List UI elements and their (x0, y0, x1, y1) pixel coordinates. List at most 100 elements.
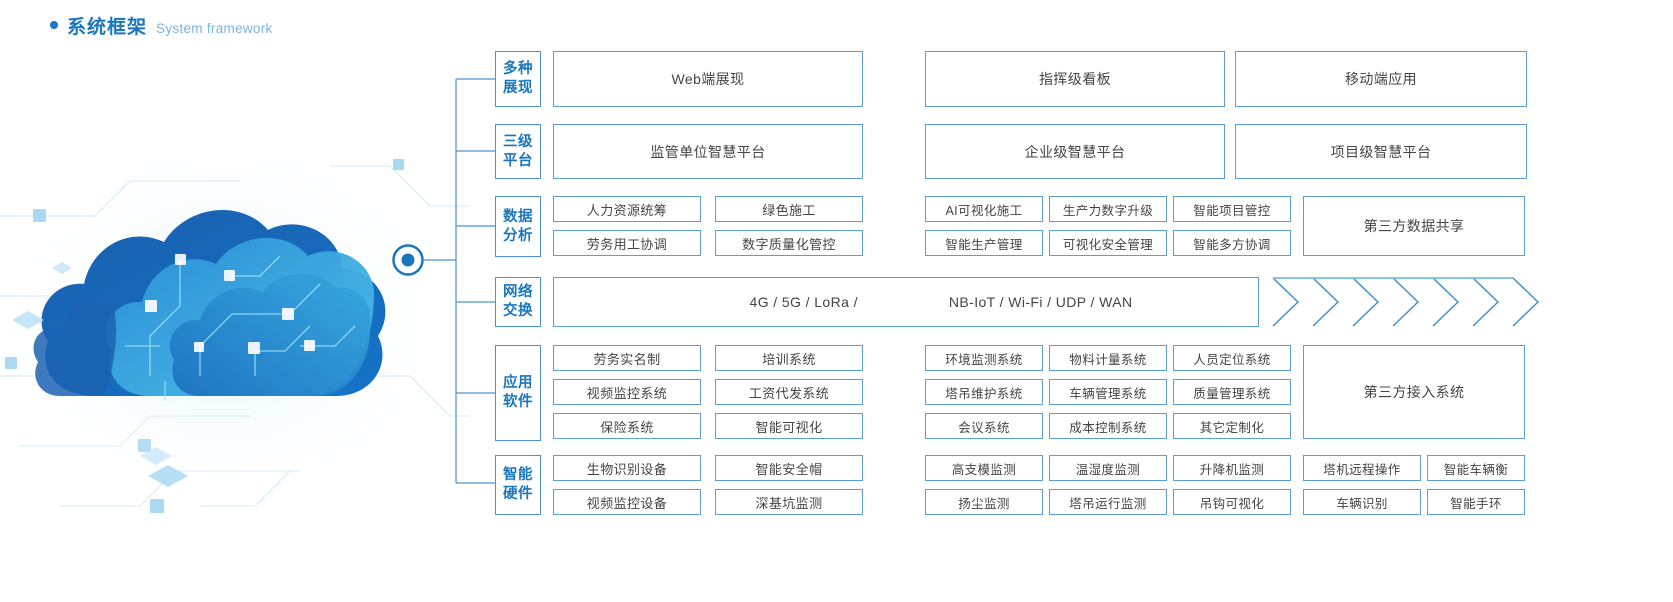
cell-high-formwork-monitoring[interactable]: 高支模监测 (925, 455, 1043, 481)
row-application-software: 应用 软件 劳务实名制 培训系统 视频监控系统 工资代发系统 保险系统 智能可视… (495, 345, 1673, 441)
cell-hr-planning[interactable]: 人力资源统筹 (553, 196, 701, 222)
row-label-platform: 三级 平台 (495, 124, 541, 179)
title-en: System framework (156, 21, 273, 36)
row-label-smart-hardware: 智能 硬件 (495, 455, 541, 515)
row-label-line: 数据 (503, 208, 533, 225)
cell-video-surveillance-system[interactable]: 视频监控系统 (553, 379, 701, 405)
row-label-line: 硬件 (503, 486, 533, 502)
cell-smart-wristband[interactable]: 智能手环 (1427, 489, 1525, 515)
cloud-network-illustration (0, 46, 470, 566)
network-text-right: NB-IoT / Wi-Fi / UDP / WAN (948, 294, 1133, 310)
cell-third-party-data-sharing[interactable]: 第三方数据共享 (1303, 196, 1525, 256)
cell-video-surveillance-device[interactable]: 视频监控设备 (553, 489, 701, 515)
cell-digital-quality-control[interactable]: 数字质量化管控 (715, 230, 863, 256)
cell-personnel-positioning-system[interactable]: 人员定位系统 (1173, 345, 1291, 371)
grid-line: 会议系统 成本控制系统 其它定制化 (925, 413, 1291, 439)
row-body-application-software: 劳务实名制 培训系统 视频监控系统 工资代发系统 保险系统 智能可视化 环境监测… (553, 345, 1673, 441)
grid-line: 环境监测系统 物料计量系统 人员定位系统 (925, 345, 1291, 371)
row-label-line: 多种 (503, 61, 533, 78)
cell-labor-coordination[interactable]: 劳务用工协调 (553, 230, 701, 256)
group-hw-mid: 高支模监测 温湿度监测 升降机监测 扬尘监测 塔吊运行监测 吊钩可视化 (925, 455, 1291, 515)
page-title: 系统框架 System framework (50, 12, 273, 39)
grid-line: 塔吊维护系统 车辆管理系统 质量管理系统 (925, 379, 1291, 405)
cell-material-metering-system[interactable]: 物料计量系统 (1049, 345, 1167, 371)
cell-smart-production-mgmt[interactable]: 智能生产管理 (925, 230, 1043, 256)
cell-payroll-system[interactable]: 工资代发系统 (715, 379, 863, 405)
row-label-data-analysis: 数据 分析 (495, 196, 541, 257)
cell-smart-visualization[interactable]: 智能可视化 (715, 413, 863, 439)
group-data-mid: AI可视化施工 生产力数字升级 智能项目管控 智能生产管理 可视化安全管理 智能… (925, 196, 1291, 257)
cell-tower-crane-remote-operation[interactable]: 塔机远程操作 (1303, 455, 1421, 481)
cell-smart-weighbridge[interactable]: 智能车辆衡 (1427, 455, 1525, 481)
cell-smart-helmet[interactable]: 智能安全帽 (715, 455, 863, 481)
grid-line: 车辆识别 智能手环 (1303, 489, 1525, 515)
grid-line: 人力资源统筹 绿色施工 (553, 196, 863, 222)
group-hw-left: 生物识别设备 智能安全帽 视频监控设备 深基坑监测 (553, 455, 863, 515)
row-label-line: 交换 (503, 303, 533, 319)
row-data-analysis: 数据 分析 人力资源统筹 绿色施工 劳务用工协调 数字质量化管控 AI可视化施工… (495, 196, 1673, 257)
cell-cost-control-system[interactable]: 成本控制系统 (1049, 413, 1167, 439)
row-smart-hardware: 智能 硬件 生物识别设备 智能安全帽 视频监控设备 深基坑监测 高支模监测 温湿… (495, 455, 1673, 515)
cell-web-display[interactable]: Web端展现 (553, 51, 863, 107)
cell-biometric-device[interactable]: 生物识别设备 (553, 455, 701, 481)
cell-vehicle-management-system[interactable]: 车辆管理系统 (1049, 379, 1167, 405)
cell-temp-humidity-monitoring[interactable]: 温湿度监测 (1049, 455, 1167, 481)
network-text-left: 4G / 5G / LoRa / (749, 294, 858, 310)
row-label-line: 分析 (503, 227, 533, 244)
row-label-line: 应用 (503, 375, 533, 392)
cell-ai-visual-construction[interactable]: AI可视化施工 (925, 196, 1043, 222)
group-app-left: 劳务实名制 培训系统 视频监控系统 工资代发系统 保险系统 智能可视化 (553, 345, 863, 441)
cell-command-board[interactable]: 指挥级看板 (925, 51, 1225, 107)
cell-third-party-access-system[interactable]: 第三方接入系统 (1303, 345, 1525, 439)
dot-icon (50, 21, 58, 29)
cell-quality-management-system[interactable]: 质量管理系统 (1173, 379, 1291, 405)
cell-meeting-system[interactable]: 会议系统 (925, 413, 1043, 439)
row-presentation: 多种 展现 Web端展现 指挥级看板 移动端应用 (495, 51, 1673, 107)
row-label-line: 软件 (503, 394, 533, 410)
grid-line: 高支模监测 温湿度监测 升降机监测 (925, 455, 1291, 481)
cell-environment-monitoring-system[interactable]: 环境监测系统 (925, 345, 1043, 371)
cell-deep-foundation-pit-monitoring[interactable]: 深基坑监测 (715, 489, 863, 515)
cell-hook-visualization[interactable]: 吊钩可视化 (1173, 489, 1291, 515)
cell-project-platform[interactable]: 项目级智慧平台 (1235, 124, 1527, 179)
cell-smart-multiparty-coordination[interactable]: 智能多方协调 (1173, 230, 1291, 256)
row-platform: 三级 平台 监管单位智慧平台 企业级智慧平台 项目级智慧平台 (495, 124, 1673, 179)
row-label-line: 平台 (503, 152, 533, 169)
grid-line: AI可视化施工 生产力数字升级 智能项目管控 (925, 196, 1291, 222)
cell-vehicle-recognition[interactable]: 车辆识别 (1303, 489, 1421, 515)
cell-crane-maintenance-system[interactable]: 塔吊维护系统 (925, 379, 1043, 405)
cell-green-construction[interactable]: 绿色施工 (715, 196, 863, 222)
cell-insurance-system[interactable]: 保险系统 (553, 413, 701, 439)
cell-dust-monitoring[interactable]: 扬尘监测 (925, 489, 1043, 515)
cell-regulator-platform[interactable]: 监管单位智慧平台 (553, 124, 863, 179)
cell-productivity-digital-upgrade[interactable]: 生产力数字升级 (1049, 196, 1167, 222)
title-cn: 系统框架 (67, 17, 148, 38)
row-body-platform: 监管单位智慧平台 企业级智慧平台 项目级智慧平台 (553, 124, 1673, 179)
row-label-line: 展现 (503, 80, 533, 96)
cell-other-customization[interactable]: 其它定制化 (1173, 413, 1291, 439)
row-network-exchange: 网络 交换 4G / 5G / LoRa / NB-IoT / Wi-Fi / … (495, 277, 1673, 327)
grid-line: 劳务用工协调 数字质量化管控 (553, 230, 863, 256)
row-body-network-exchange: 4G / 5G / LoRa / NB-IoT / Wi-Fi / UDP / … (553, 277, 1673, 327)
cell-training-system[interactable]: 培训系统 (715, 345, 863, 371)
group-hw-right: 塔机远程操作 智能车辆衡 车辆识别 智能手环 (1303, 455, 1525, 515)
grid-line: 保险系统 智能可视化 (553, 413, 863, 439)
row-label-line: 网络 (503, 284, 533, 301)
grid-line: 视频监控系统 工资代发系统 (553, 379, 863, 405)
grid-line: 扬尘监测 塔吊运行监测 吊钩可视化 (925, 489, 1291, 515)
row-label-line: 三级 (503, 133, 533, 150)
cell-smart-project-control[interactable]: 智能项目管控 (1173, 196, 1291, 222)
cell-network-protocols[interactable]: 4G / 5G / LoRa / NB-IoT / Wi-Fi / UDP / … (553, 277, 1259, 327)
grid-line: 视频监控设备 深基坑监测 (553, 489, 863, 515)
cell-visual-safety-mgmt[interactable]: 可视化安全管理 (1049, 230, 1167, 256)
grid-line: 劳务实名制 培训系统 (553, 345, 863, 371)
cell-labor-realname[interactable]: 劳务实名制 (553, 345, 701, 371)
cell-enterprise-platform[interactable]: 企业级智慧平台 (925, 124, 1225, 179)
cell-crane-operation-monitoring[interactable]: 塔吊运行监测 (1049, 489, 1167, 515)
grid-line: 生物识别设备 智能安全帽 (553, 455, 863, 481)
group-data-left: 人力资源统筹 绿色施工 劳务用工协调 数字质量化管控 (553, 196, 863, 257)
cell-hoist-monitoring[interactable]: 升降机监测 (1173, 455, 1291, 481)
cell-mobile-app[interactable]: 移动端应用 (1235, 51, 1527, 107)
grid-line: 智能生产管理 可视化安全管理 智能多方协调 (925, 230, 1291, 256)
